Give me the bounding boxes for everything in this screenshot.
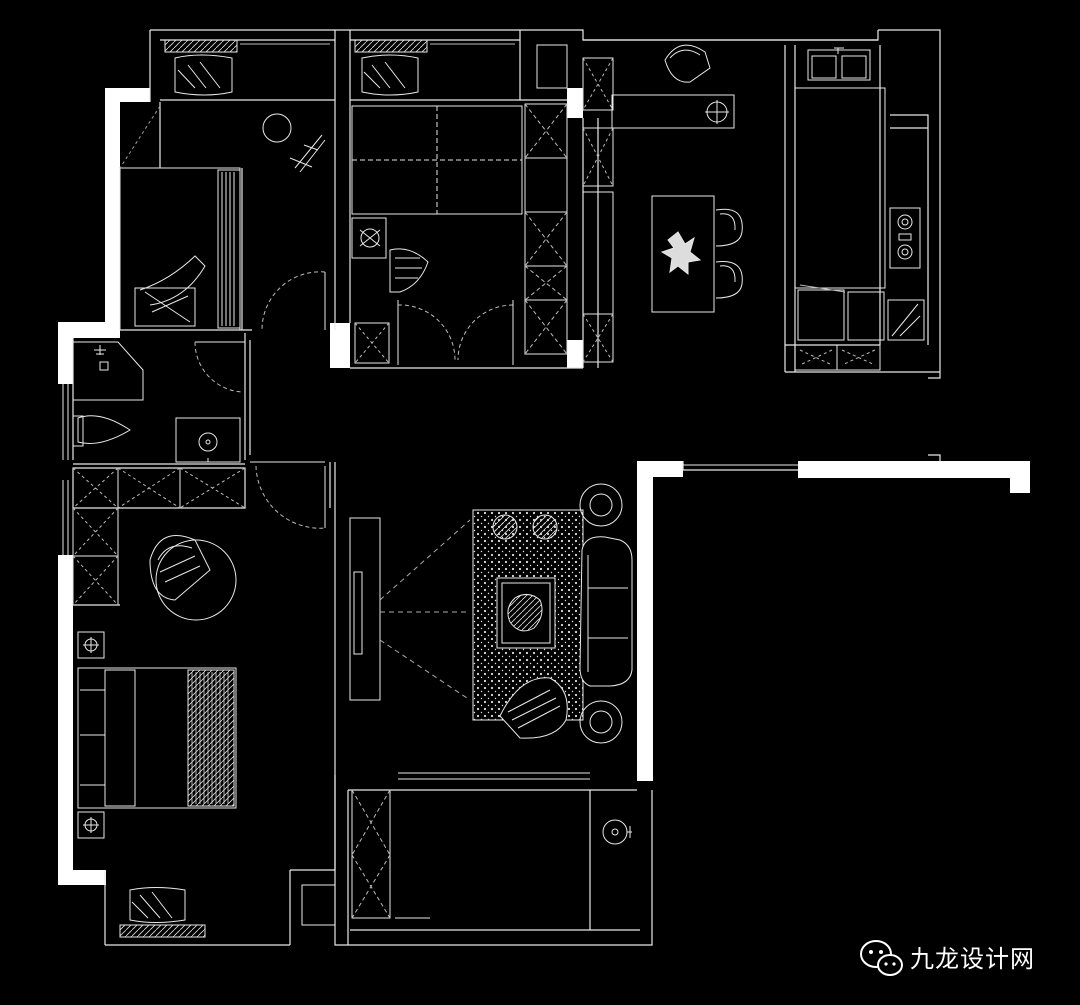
bedroom-3 — [351, 39, 568, 365]
kitchen — [794, 47, 925, 371]
walls — [58, 88, 1030, 885]
bedroom-2 — [119, 39, 330, 331]
bathroom — [72, 341, 326, 529]
watermark-text: 九龙设计网 — [910, 944, 1035, 973]
wechat-logo-icon — [860, 940, 903, 976]
balcony — [351, 789, 632, 919]
living-room — [472, 483, 633, 744]
master-bedroom — [72, 467, 471, 938]
dining-area — [536, 44, 743, 363]
watermark: 九龙设计网 — [910, 934, 1035, 978]
windows — [62, 384, 798, 780]
